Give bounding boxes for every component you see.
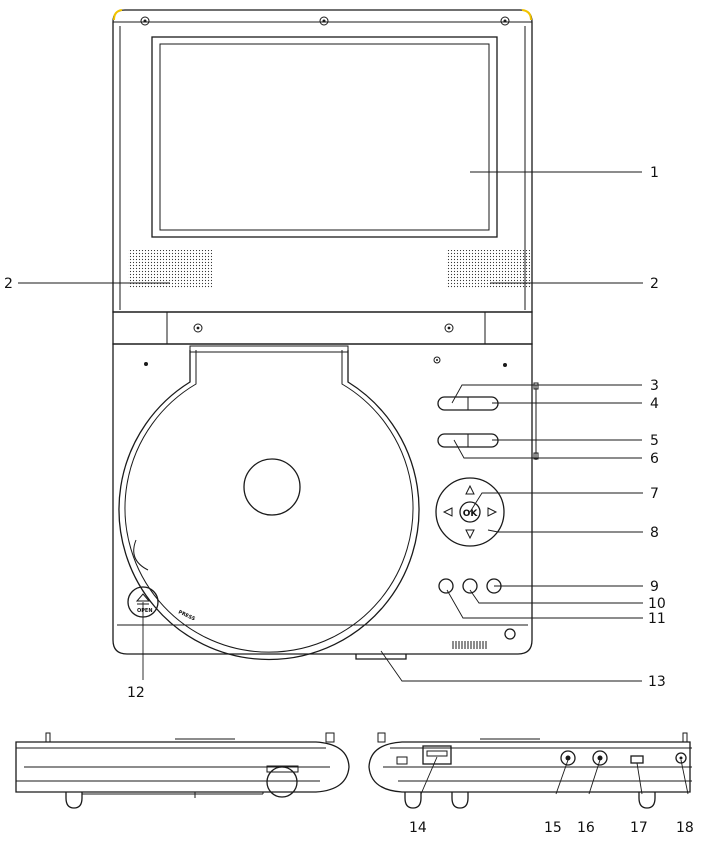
disc-spindle: [243, 458, 301, 516]
ok-label: OK: [463, 509, 479, 519]
callout-11: 11: [648, 611, 666, 627]
ok-button[interactable]: [459, 501, 481, 523]
callout-2-left: 2: [4, 276, 13, 292]
speaker-grille-right: [446, 250, 530, 288]
disc-press-label: PRESS: [177, 609, 196, 622]
open-label: OPEN: [137, 608, 153, 614]
side-view-right: [368, 732, 692, 809]
hinge-screw-right: [444, 323, 454, 333]
bottom-slot: [355, 654, 407, 660]
small-jack[interactable]: [675, 752, 687, 764]
callout-18: 18: [676, 820, 694, 836]
callout-16: 16: [577, 820, 595, 836]
callout-10: 10: [648, 596, 666, 612]
callout-14: 14: [409, 820, 427, 836]
accent-corner-left: [113, 9, 123, 21]
disc-door: PRESS: [118, 345, 420, 661]
callout-1: 1: [650, 165, 659, 181]
jack-port-left[interactable]: [560, 750, 576, 766]
arrow-left-icon[interactable]: [442, 507, 453, 517]
callout-7: 7: [650, 486, 659, 502]
button-pair-top[interactable]: [437, 396, 499, 411]
arrow-up-icon[interactable]: [465, 484, 475, 495]
base-unit: PRESS OPEN OK: [112, 343, 539, 661]
callout-15: 15: [544, 820, 562, 836]
vent-slots: [452, 641, 487, 649]
power-indicator: [504, 628, 516, 640]
speaker-grille-left: [128, 250, 212, 288]
callout-6: 6: [650, 451, 659, 467]
callout-5: 5: [650, 433, 659, 449]
lid-screw-center: [319, 16, 329, 26]
callout-17: 17: [630, 820, 648, 836]
accent-corner-right: [521, 9, 532, 21]
lid-screw-right: [500, 16, 510, 26]
callout-12: 12: [127, 685, 145, 701]
screen-lid: [112, 9, 533, 345]
callout-13: 13: [648, 674, 666, 690]
hinge-screw-left: [193, 323, 203, 333]
round-button-left[interactable]: [438, 578, 454, 594]
button-pair-middle[interactable]: [437, 433, 499, 448]
side-view-left: [15, 732, 350, 809]
usb-port[interactable]: [422, 745, 452, 765]
hinge-bar: [112, 311, 533, 345]
arrow-down-icon[interactable]: [465, 529, 475, 540]
callout-4: 4: [650, 396, 659, 412]
arrow-right-icon[interactable]: [487, 507, 498, 517]
side-knob[interactable]: [266, 766, 298, 798]
jack-port-right[interactable]: [592, 750, 608, 766]
callout-numbers: 1 2 2 3 4 5 6 7 8 9 10 11 12 13 14 15 16…: [4, 165, 694, 836]
small-switch[interactable]: [630, 755, 644, 764]
lid-screw-left: [140, 16, 150, 26]
leader-lines: [18, 171, 689, 795]
callout-9: 9: [650, 579, 659, 595]
round-button-middle[interactable]: [462, 578, 478, 594]
callout-3: 3: [650, 378, 659, 394]
navigation-pad[interactable]: OK: [435, 477, 505, 547]
callout-8: 8: [650, 525, 659, 541]
callout-2-right: 2: [650, 276, 659, 292]
lcd-screen: [151, 36, 498, 238]
